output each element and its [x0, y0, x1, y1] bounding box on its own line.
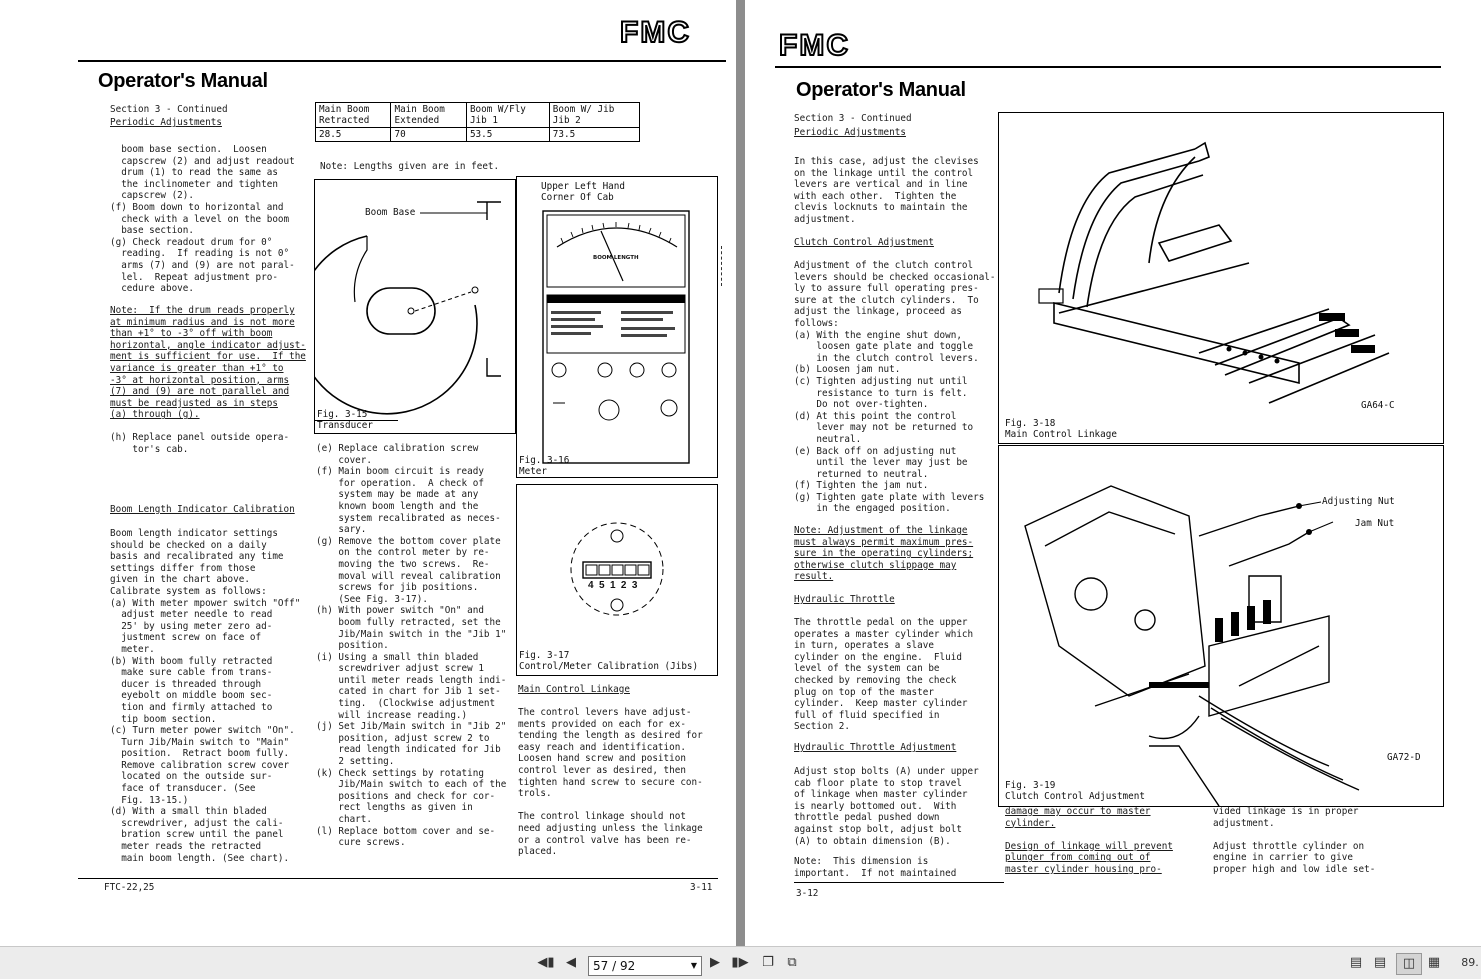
continued-text-b: vided linkage is in proper adjustment. A…: [1213, 806, 1376, 875]
figure-3-18: GA64-C: [998, 112, 1444, 444]
calibration-text: Boom length indicator settings should be…: [110, 528, 301, 864]
drum-note: Note: If the drum reads properly at mini…: [110, 305, 306, 421]
page-title: Operator's Manual: [796, 79, 966, 101]
figure-3-19-caption: Fig. 3-19 Clutch Control Adjustment: [1005, 780, 1145, 802]
section-label: Section 3 - Continued: [794, 113, 912, 124]
footer-code: FTC-22,25: [104, 882, 155, 893]
figure-code: GA72-D: [1387, 752, 1421, 763]
procedure-text-h: (h) Replace panel outside opera- tor's c…: [110, 432, 290, 455]
chevron-down-icon: ▼: [690, 961, 697, 970]
figure-3-17: 45123 Fig. 3-17 Control/Meter Calibratio…: [516, 484, 718, 676]
figure-3-15: Boom Base Fig. 3-15 Transducer: [296, 179, 516, 434]
dimension-note: Note: This dimension is important. If no…: [794, 856, 957, 879]
throttle-text: The throttle pedal on the upper operates…: [794, 617, 974, 733]
throttle-adjust-text: Adjust stop bolts (A) under upper cab fl…: [794, 766, 979, 847]
meter-drawing: [542, 210, 690, 464]
procedure-text-e-l: (e) Replace calibration screw cover. (f)…: [316, 443, 507, 849]
fmc-logo: FMC: [778, 28, 850, 63]
figure-3-16: Upper Left Hand Corner Of Cab: [516, 176, 718, 478]
figure-3-19: Adjusting Nut Jam Nut GA72-D: [998, 445, 1444, 807]
clevis-intro: In this case, adjust the clevises on the…: [794, 156, 979, 225]
page-indicator: 57 / 92: [593, 959, 636, 973]
previous-page-button[interactable]: ◀: [562, 953, 580, 973]
clutch-text: Adjustment of the clutch control levers …: [794, 260, 996, 515]
boom-base-label: Boom Base: [365, 207, 416, 218]
next-page-button[interactable]: ▶: [706, 953, 724, 973]
last-page-button[interactable]: ▮▶: [730, 953, 750, 973]
procedure-text-f-g: boom base section. Loosen capscrew (2) a…: [110, 144, 295, 295]
zoom-level[interactable]: 89.: [1461, 956, 1479, 969]
clutch-control-drawing: [1024, 485, 1360, 807]
header-rule: [78, 60, 726, 62]
table-cell: 53.5: [465, 127, 550, 142]
two-page-view-button[interactable]: ◫: [1396, 953, 1422, 975]
figure-3-17-caption: Fig. 3-17 Control/Meter Calibration (Jib…: [519, 650, 699, 672]
figure-3-15-caption: Fig. 3-15 Transducer: [317, 409, 373, 431]
page-icon: ❐: [762, 955, 774, 970]
meter-location-label: Upper Left Hand Corner Of Cab: [541, 181, 625, 203]
pdf-viewer-toolbar: ◀▮ ◀ ▶ ▮▶ ❐ ⧉ ▤ ▤ ◫ ▦ 89.: [0, 946, 1481, 979]
main-linkage-heading: Main Control Linkage: [518, 684, 630, 695]
table-note: Note: Lengths given are in feet.: [320, 161, 500, 172]
first-page-button[interactable]: ◀▮: [536, 953, 556, 973]
skip-forward-icon: ▮▶: [731, 955, 749, 970]
footer-rule: [78, 878, 718, 879]
binding-mark: [721, 246, 728, 286]
table-cell: 73.5: [548, 127, 641, 142]
continuous-view-button[interactable]: ▤: [1370, 953, 1390, 973]
caption-rule: [314, 420, 398, 421]
table-cell: 70: [390, 127, 467, 142]
copy-button[interactable]: ⧉: [782, 953, 802, 973]
fmc-logo: FMC: [619, 15, 691, 50]
subsection-heading: Periodic Adjustments: [110, 117, 222, 128]
calibration-heading: Boom Length Indicator Calibration: [110, 504, 295, 515]
two-page-icon: ◫: [1402, 956, 1416, 971]
continuous-icon: ▤: [1373, 955, 1387, 970]
figure-3-16-caption: Fig. 3-16 Meter: [519, 455, 570, 477]
grid-icon: ▦: [1427, 955, 1441, 970]
page-number-field[interactable]: 57 / 92 ▼: [588, 956, 702, 976]
copy-icon: ⧉: [787, 955, 797, 970]
chevron-left-icon: ◀: [566, 955, 576, 970]
continued-text-a: damage may occur to master cylinder. Des…: [1005, 806, 1173, 875]
chevron-right-icon: ▶: [710, 955, 720, 970]
grid-view-button[interactable]: ▦: [1424, 953, 1444, 973]
adjusting-nut-label: Adjusting Nut: [1322, 496, 1395, 507]
jam-nut-label: Jam Nut: [1355, 518, 1395, 529]
meter-face-label: BOOM LENGTH: [593, 255, 639, 261]
single-page-view-button[interactable]: ▤: [1346, 953, 1366, 973]
calibration-drawing: [570, 522, 664, 616]
document-page-right: FMC Operator's Manual Section 3 - Contin…: [745, 0, 1481, 946]
throttle-heading: Hydraulic Throttle: [794, 594, 895, 605]
main-linkage-text: The control levers have adjust- ments pr…: [518, 707, 703, 858]
header-rule: [775, 66, 1441, 68]
section-label: Section 3 - Continued: [110, 104, 228, 115]
table-cell: 28.5: [314, 127, 392, 142]
page-number: 3-11: [690, 882, 713, 893]
single-page-icon: ▤: [1349, 955, 1363, 970]
subsection-heading: Periodic Adjustments: [794, 127, 906, 138]
calibration-screw-numbers: 45123: [588, 580, 643, 591]
main-control-linkage-drawing: [1038, 141, 1390, 404]
page-title: Operator's Manual: [98, 70, 268, 92]
document-page-left: FMC Operator's Manual Section 3 - Contin…: [0, 0, 736, 946]
figure-code: GA64-C: [1361, 400, 1395, 411]
fit-page-button[interactable]: ❐: [758, 953, 778, 973]
skip-back-icon: ◀▮: [537, 955, 555, 970]
clutch-heading: Clutch Control Adjustment: [794, 237, 934, 248]
footer-rule: [794, 882, 1004, 883]
figure-3-18-caption: Fig. 3-18 Main Control Linkage: [1005, 418, 1117, 440]
page-number: 3-12: [796, 888, 819, 899]
clutch-note: Note: Adjustment of the linkage must alw…: [794, 525, 974, 583]
throttle-adjust-heading: Hydraulic Throttle Adjustment: [794, 742, 957, 753]
